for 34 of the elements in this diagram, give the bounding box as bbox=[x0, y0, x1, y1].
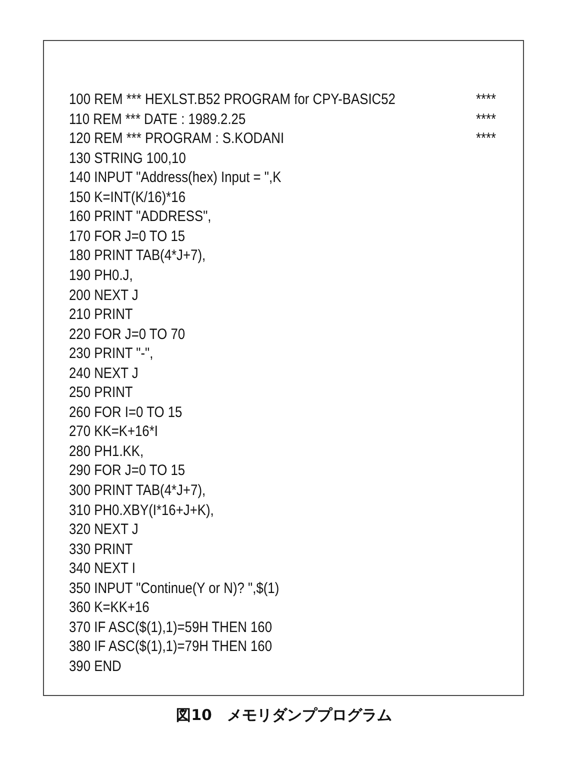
code-line: 190 PH0.J, bbox=[69, 266, 133, 285]
code-line: 320 NEXT J bbox=[69, 521, 138, 540]
code-line: 290 FOR J=0 TO 15 bbox=[69, 462, 186, 480]
code-line: 300 PRINT TAB(4*J+7), bbox=[69, 482, 206, 500]
comment-marker: **** bbox=[476, 130, 496, 148]
code-line: 100 REM *** HEXLST.B52 PROGRAM for CPY-BASIC52 bbox=[69, 91, 396, 109]
code-line: 200 NEXT J bbox=[69, 286, 138, 304]
code-line: 180 PRINT TAB(4*J+7), bbox=[69, 247, 206, 266]
code-line: 350 INPUT "Continue(Y or N)? ",$(1) bbox=[69, 580, 280, 598]
code-line: 230 PRINT "-", bbox=[69, 345, 154, 364]
comment-marker: **** bbox=[476, 91, 496, 109]
code-line: 140 INPUT "Address(hex) Input = ",K bbox=[69, 169, 282, 188]
code-line: 280 PH1.KK, bbox=[69, 442, 144, 461]
code-line: 220 FOR J=0 TO 70 bbox=[69, 326, 186, 344]
code-line: 130 STRING 100,10 bbox=[69, 150, 186, 168]
code-line: 360 K=KK+16 bbox=[69, 599, 150, 618]
code-line: 260 FOR I=0 TO 15 bbox=[69, 404, 182, 422]
comment-marker: **** bbox=[476, 110, 496, 129]
code-line: 210 PRINT bbox=[69, 306, 133, 324]
figure-caption: 図10 メモリダンププログラム bbox=[175, 706, 393, 725]
code-line: 250 PRINT bbox=[69, 384, 133, 402]
code-line: 390 END bbox=[69, 658, 122, 676]
code-line: 340 NEXT I bbox=[69, 560, 136, 578]
code-line: 240 NEXT J bbox=[69, 364, 138, 383]
code-line: 110 REM *** DATE : 1989.2.25 bbox=[69, 110, 246, 129]
code-line: 170 FOR J=0 TO 15 bbox=[69, 228, 186, 246]
code-line: 370 IF ASC($(1),1)=59H THEN 160 bbox=[69, 618, 272, 637]
code-line: 330 PRINT bbox=[69, 540, 133, 559]
code-line: 150 K=INT(K/16)*16 bbox=[69, 188, 186, 207]
code-line: 120 REM *** PROGRAM : S.KODANI bbox=[69, 130, 284, 148]
code-line: 310 PH0.XBY(I*16+J+K), bbox=[69, 502, 214, 520]
code-line: 380 IF ASC($(1),1)=79H THEN 160 bbox=[69, 638, 272, 656]
code-line: 270 KK=K+16*I bbox=[69, 423, 158, 442]
code-line: 160 PRINT "ADDRESS", bbox=[69, 208, 212, 226]
